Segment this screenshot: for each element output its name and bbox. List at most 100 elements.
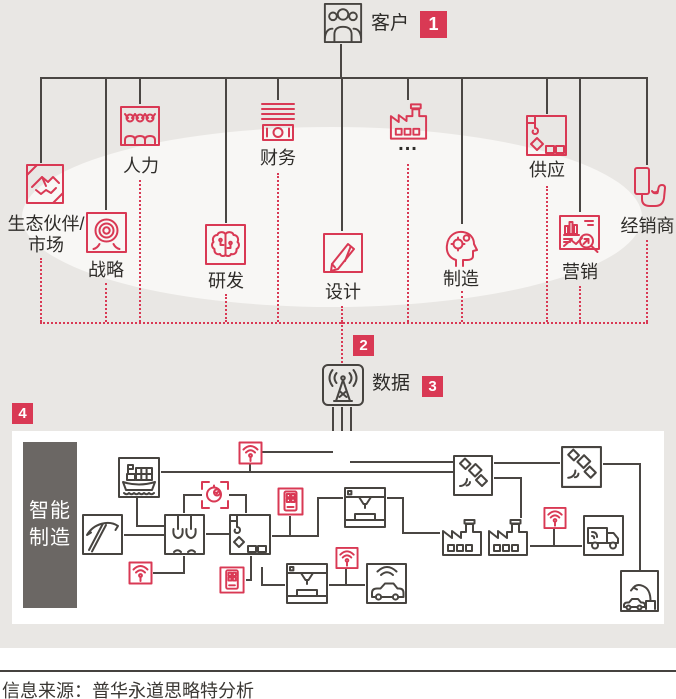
step-badge-3: 3: [422, 376, 443, 397]
connector-line: [249, 464, 251, 472]
dept-label-supply: 供应: [529, 160, 565, 180]
factory-icon: [440, 517, 484, 557]
3d-printer-icon: [285, 562, 329, 605]
dotted-line: [341, 322, 343, 363]
head-gears-icon: [439, 224, 482, 267]
satellite-icon: [452, 454, 494, 497]
connector-line: [139, 77, 141, 104]
connector-line: [530, 545, 582, 547]
connector-line: [261, 567, 263, 586]
robot-head-icon: [201, 481, 229, 509]
connector-line: [277, 77, 279, 100]
connector-line: [341, 77, 343, 231]
cargo-ship-icon: [117, 456, 161, 499]
connector-line: [329, 584, 365, 586]
pickaxe-icon: [81, 513, 124, 556]
connector-line: [546, 77, 548, 114]
dotted-line: [40, 322, 648, 324]
wifi-icon: [238, 441, 263, 465]
hook-crane-icon: [228, 513, 272, 556]
connector-line: [183, 556, 185, 574]
connector-line: [639, 463, 641, 570]
factory-icon: [387, 100, 430, 142]
smart-manufacturing-sidebar: 智能 制造: [23, 442, 77, 608]
connector-line: [553, 529, 555, 546]
connector-line: [161, 471, 453, 473]
connector-line: [461, 77, 463, 224]
robot-arm-car-icon: [619, 569, 660, 613]
connector-line: [387, 497, 404, 499]
dept-label-hr: 人力: [123, 156, 159, 176]
connector-line: [603, 463, 641, 465]
dept-label-design: 设计: [325, 282, 361, 302]
handshake-icon: [25, 163, 65, 205]
smartphone-icon: [218, 566, 246, 594]
connector-line: [350, 461, 453, 463]
gripper-crane-icon: [163, 513, 206, 556]
connector-line: [250, 556, 252, 581]
dept-label-finance: 财务: [260, 148, 296, 168]
connector-line: [317, 497, 319, 537]
3d-printer-icon: [343, 486, 387, 529]
customers-icon: [322, 2, 364, 44]
connector-line: [345, 569, 347, 585]
factory-icon: [486, 517, 530, 557]
dotted-line: [407, 164, 409, 322]
connector-line: [183, 494, 202, 496]
dotted-line: [105, 283, 107, 322]
dotted-line: [277, 173, 279, 322]
connector-line: [494, 462, 560, 464]
connector-line: [402, 532, 440, 534]
connector-line: [261, 584, 285, 586]
connector-line: [183, 494, 185, 513]
connected-car-icon: [365, 562, 408, 605]
dept-label-distributor: 经销商: [620, 216, 675, 236]
step-badge-4: 4: [12, 403, 33, 424]
dept-label-manufacturing: 制造: [443, 269, 479, 289]
brain-circuit-icon: [204, 223, 247, 266]
step-badge-1: 1: [420, 11, 447, 38]
wifi-icon: [128, 561, 153, 585]
connector-line: [289, 516, 291, 537]
connector-line: [206, 533, 229, 535]
data-hub-label: 数据: [371, 373, 410, 394]
dotted-line: [546, 186, 548, 322]
connector-line: [105, 77, 107, 210]
connector-line: [402, 497, 404, 534]
smartphone-icon: [277, 487, 304, 516]
connector-line: [124, 534, 164, 536]
customer-label: 客户: [370, 13, 409, 34]
radio-tower-icon: [321, 363, 365, 407]
team-icon: [118, 104, 162, 148]
pencil-icon: [321, 231, 365, 275]
dept-label-others: ...: [398, 133, 418, 155]
connector-line: [407, 77, 409, 100]
dotted-line: [341, 306, 343, 322]
connector-line: [646, 77, 648, 165]
source-note: 信息来源：普华永道思略特分析: [2, 681, 254, 699]
dept-label-strategy: 战略: [88, 260, 124, 280]
step-badge-2: 2: [353, 335, 374, 356]
connector-line: [262, 451, 333, 453]
dept-label-ecosystem: 生态伙伴/ 市场: [7, 214, 85, 255]
connector-line: [136, 498, 138, 527]
dotted-line: [225, 294, 227, 322]
crane-hook-icon: [525, 114, 568, 157]
connector-line: [225, 77, 227, 223]
connector-line: [579, 77, 581, 212]
dotted-line: [139, 180, 141, 322]
dept-label-marketing: 营销: [562, 262, 598, 282]
satellite-icon: [560, 445, 603, 489]
connector-line: [229, 494, 247, 496]
wifi-icon: [543, 506, 567, 530]
dotted-line: [40, 258, 42, 322]
chart-magnifier-icon: [558, 212, 601, 255]
connector-line: [340, 44, 342, 78]
hand-card-icon: [628, 165, 669, 209]
wifi-icon: [335, 546, 359, 570]
banknotes-icon: [256, 100, 300, 144]
connector-line: [153, 572, 185, 574]
dept-label-rnd: 研发: [208, 271, 244, 291]
connector-line: [246, 579, 252, 581]
